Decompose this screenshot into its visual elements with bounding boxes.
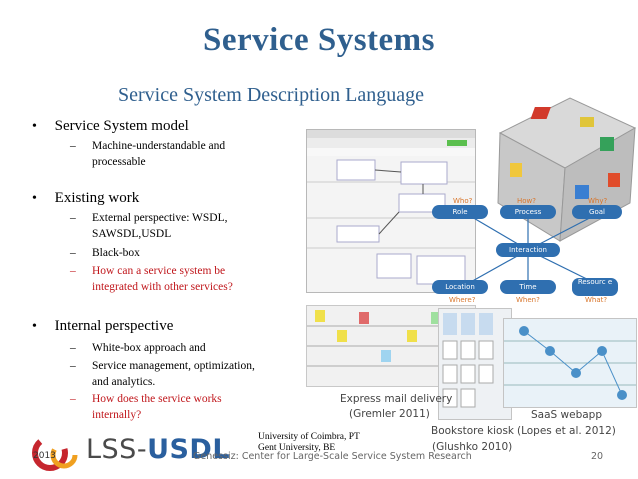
bullet-3-text: Internal perspective (54, 318, 174, 334)
footer-year: 2013 (33, 451, 56, 461)
bullet-dot: • (32, 191, 37, 206)
sub-bullet: –Machine-understandable and processable (70, 140, 226, 168)
node-role: Role (432, 205, 488, 219)
lss-usdl-logo-icon (32, 435, 78, 471)
bookstore-kiosk-table-image (438, 308, 512, 420)
question-when: When? (516, 296, 540, 304)
footer-center-name: Genessiz: Center for Large-Scale Service… (193, 451, 472, 462)
question-why: Why? (588, 197, 608, 205)
bullet-dot: • (32, 119, 37, 134)
question-who: Who? (453, 197, 473, 205)
bullet-3: • Internal perspective (32, 318, 173, 335)
node-process: Process (500, 205, 556, 219)
question-what: What? (585, 296, 608, 304)
bullet-1-text: Service System model (54, 118, 189, 134)
caption-express-mail-ref: (Gremler 2011) (349, 408, 430, 420)
sub-bullet: –Black-box (70, 247, 140, 259)
slide-title: Service Systems (202, 22, 436, 58)
caption-saas: SaaS webapp (531, 409, 603, 421)
sub-bullet: –External perspective: WSDL, SAWSDL,USDL (70, 212, 228, 240)
sub-bullet-highlight: –How can a service system be integrated … (70, 265, 233, 293)
bullet-2: • Existing work (32, 190, 139, 207)
caption-kiosk: Bookstore kiosk (431, 425, 515, 437)
node-goal: Goal (572, 205, 622, 219)
node-interaction: Interaction (496, 243, 560, 257)
sub-bullet: –White-box approach and (70, 342, 206, 354)
node-time: Time (500, 280, 556, 294)
question-how: How? (517, 197, 536, 205)
slide-subtitle: Service System Description Language (118, 84, 425, 106)
caption-saas-ref: (Lopes et al. 2012) (517, 425, 616, 437)
bullet-dot: • (32, 319, 37, 334)
bullet-2-text: Existing work (54, 190, 140, 206)
page-number: 20 (591, 451, 604, 462)
node-resource: Resourc e (572, 278, 618, 296)
caption-kiosk-ref: (Glushko 2010) (432, 441, 513, 453)
caption-express-mail: Express mail delivery (340, 393, 453, 405)
logo-wordmark: LSS-USDL (86, 434, 231, 465)
bullet-1: • Service System model (32, 118, 189, 135)
sub-bullet-highlight: –How does the service works internally? (70, 393, 222, 421)
saas-webapp-model-image (503, 318, 637, 408)
question-where: Where? (449, 296, 476, 304)
node-location: Location (432, 280, 488, 294)
sub-bullet: –Service management, optimization, and a… (70, 360, 255, 388)
